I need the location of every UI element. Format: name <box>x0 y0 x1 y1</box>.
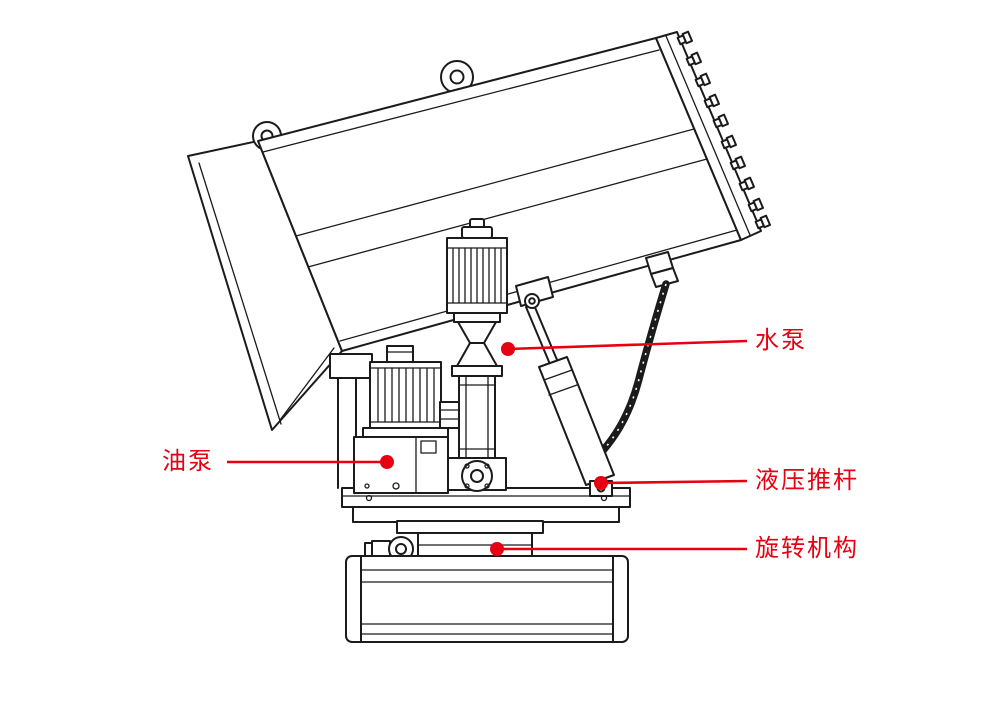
water-pump-assembly <box>446 218 508 492</box>
marker-dot-oil-pump <box>380 455 394 469</box>
nozzle-icon <box>747 197 764 213</box>
marker-dot-hydraulic-rod <box>594 476 608 490</box>
nozzle-icon <box>729 155 746 171</box>
base-drum <box>345 555 629 643</box>
pivot-support <box>329 353 373 489</box>
nozzle-icon <box>676 30 693 46</box>
label-oil-pump: 油泵 <box>162 448 214 475</box>
nozzle-icon <box>694 72 711 88</box>
oil-pump-assembly <box>353 345 460 494</box>
lifting-lug-top <box>440 60 474 94</box>
leader-line-hydraulic-rod <box>600 479 748 485</box>
hydraulic-cylinder <box>515 276 615 497</box>
nozzle-icon <box>685 51 702 67</box>
label-hydraulic-rod: 液压推杆 <box>755 467 859 494</box>
callout-annotations <box>227 339 748 556</box>
hydraulic-hose <box>586 251 679 468</box>
nozzle-icon <box>754 214 771 230</box>
label-water-pump: 水泵 <box>755 327 807 354</box>
label-rotary-mechanism: 旋转机构 <box>755 535 859 562</box>
nozzle-icon <box>712 113 729 129</box>
nozzle-ring <box>655 30 771 241</box>
marker-dot-rotary-mechanism <box>490 542 504 556</box>
leader-line-water-pump <box>507 339 748 351</box>
nozzle-icon <box>738 176 755 192</box>
nozzle-icon <box>720 134 737 150</box>
marker-dot-water-pump <box>501 342 515 356</box>
nozzle-icon <box>703 93 720 109</box>
